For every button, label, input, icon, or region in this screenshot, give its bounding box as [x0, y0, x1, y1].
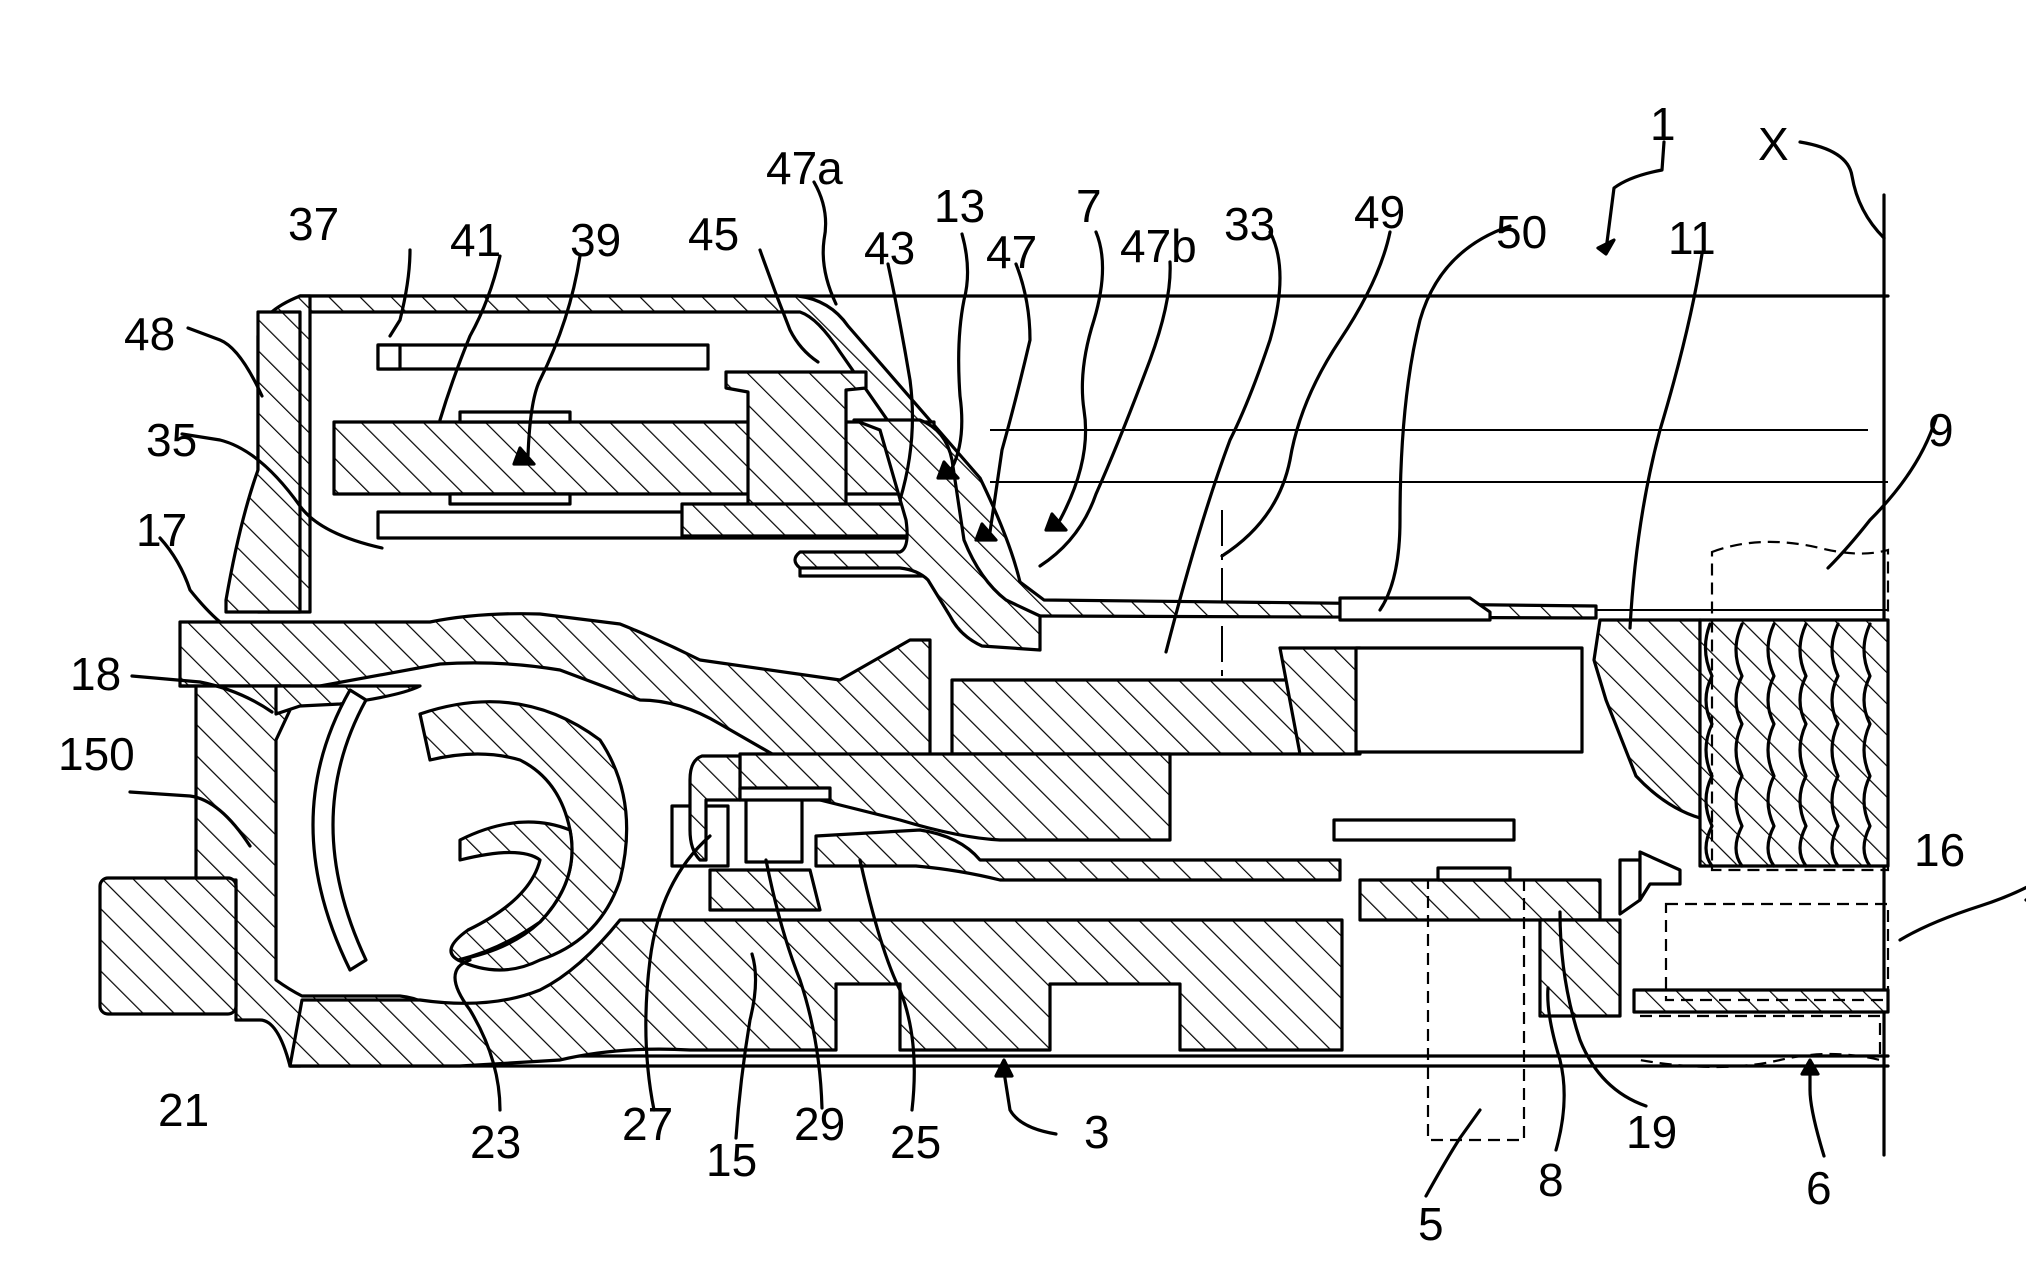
label-41: 41 [450, 214, 501, 266]
disc-37-tab [378, 345, 400, 369]
label-150: 150 [58, 728, 135, 780]
label-7: 7 [1076, 180, 1102, 232]
bearing-19 [1360, 880, 1600, 920]
bore-16 [1666, 904, 1888, 1000]
label-47: 47 [986, 226, 1037, 278]
label-25: 25 [890, 1116, 941, 1168]
bush-under-29 [710, 870, 820, 910]
label-35: 35 [146, 414, 197, 466]
retainer-50-body [1356, 648, 1582, 752]
washer-19 [1438, 868, 1510, 880]
label-19: 19 [1626, 1106, 1677, 1158]
label-1: 1 [1650, 98, 1676, 150]
label-3: 3 [1084, 1106, 1110, 1158]
hub-33 [952, 680, 1342, 754]
label-37: 37 [288, 198, 339, 250]
label-33: 33 [1224, 198, 1275, 250]
label-45: 45 [688, 208, 739, 260]
label-47a: 47a [766, 142, 843, 194]
label-21: 21 [158, 1084, 209, 1136]
seal-29-cap [740, 788, 830, 800]
ring-8 [1540, 920, 1620, 1016]
label-23: 23 [470, 1116, 521, 1168]
seal-18 [313, 690, 366, 970]
label-13: 13 [934, 180, 985, 232]
label-18: 18 [70, 648, 121, 700]
label-x: X [1758, 118, 1789, 170]
shaft-6 [1640, 1016, 1880, 1067]
label-11: 11 [1668, 212, 1716, 264]
label-9: 9 [1928, 404, 1954, 456]
rivet-45-base [682, 504, 932, 536]
disc-37 [378, 345, 708, 369]
label-17: 17 [136, 504, 187, 556]
seal-29 [746, 796, 802, 862]
label-48: 48 [124, 308, 175, 360]
label-8: 8 [1538, 1154, 1564, 1206]
friction-39-strip-bot [450, 494, 570, 504]
label-27: 27 [622, 1098, 673, 1150]
label-39: 39 [570, 214, 621, 266]
label-43: 43 [864, 222, 915, 274]
friction-39-strip-top [460, 412, 570, 422]
label-49: 49 [1354, 186, 1405, 238]
label-15: 15 [706, 1134, 757, 1186]
retainer-50-foot [1334, 820, 1514, 840]
label-29: 29 [794, 1098, 845, 1150]
ring-21 [100, 878, 236, 1014]
label-5: 5 [1418, 1198, 1444, 1250]
guide-11 [1594, 620, 1700, 818]
label-50: 50 [1496, 206, 1547, 258]
label-6: 6 [1806, 1162, 1832, 1214]
label-47b: 47b [1120, 220, 1197, 272]
shell-inner-right [1640, 852, 1680, 900]
plate-50 [1340, 598, 1490, 620]
label-16: 16 [1914, 824, 1965, 876]
splines-9 [1700, 620, 1888, 866]
ring-8-cap [1620, 860, 1640, 914]
